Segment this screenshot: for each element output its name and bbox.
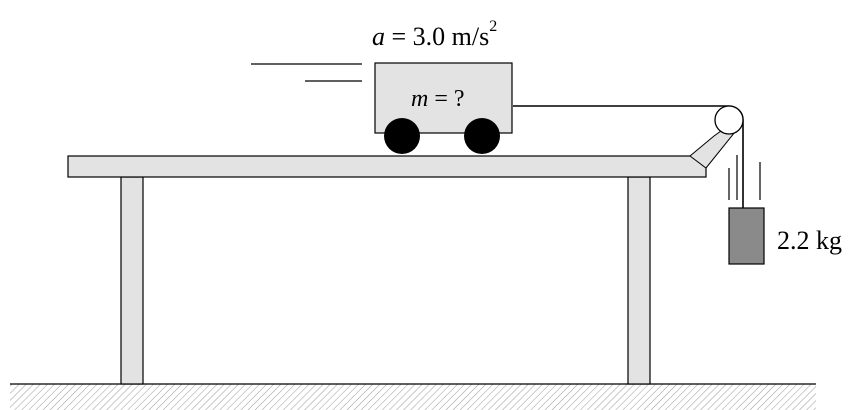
table-leg-right <box>627 176 651 385</box>
acceleration-label: a = 3.0 m/s2 <box>372 18 497 51</box>
cart-wheel-left <box>384 118 420 154</box>
hanging-mass-label: 2.2 kg <box>777 226 842 255</box>
hanging-block <box>728 207 765 265</box>
pulley <box>714 105 744 135</box>
ground <box>10 383 816 410</box>
ground-hatching <box>10 384 816 410</box>
table-top <box>67 155 707 178</box>
table-leg-left <box>120 176 144 385</box>
cart-motion-lines <box>251 63 362 82</box>
hanging-block-motion-lines <box>728 155 761 200</box>
cart: m = ? <box>374 62 513 154</box>
cart-mass-label: m = ? <box>411 86 465 112</box>
table <box>67 155 707 385</box>
cart-wheel-right <box>464 118 500 154</box>
